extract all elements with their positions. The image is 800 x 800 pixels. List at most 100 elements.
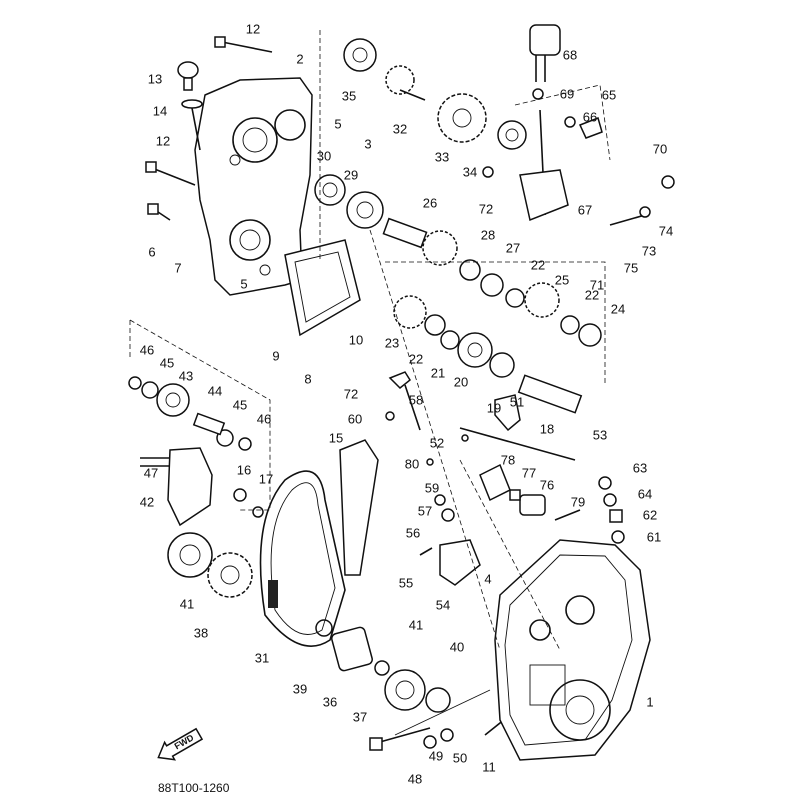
- part-label: 65: [602, 87, 616, 102]
- part-label: 11: [482, 759, 496, 774]
- part-label: 17: [259, 471, 273, 486]
- part-label: 73: [642, 243, 656, 258]
- part-label: 76: [540, 477, 554, 492]
- part-label: 49: [429, 748, 443, 763]
- part-label: 46: [257, 411, 271, 426]
- part-label: 22: [409, 351, 423, 366]
- part-label: 12: [246, 21, 260, 36]
- part-label: 60: [348, 411, 362, 426]
- part-label: 2: [296, 51, 303, 66]
- part-label: 77: [522, 465, 536, 480]
- part-label: 59: [425, 480, 439, 495]
- part-label: 15: [329, 430, 343, 445]
- drawing-code: 88T100-1260: [158, 781, 230, 795]
- part-label: 23: [385, 335, 399, 350]
- part-label: 58: [409, 392, 423, 407]
- part-label: 6: [148, 244, 155, 259]
- part-label: 48: [408, 771, 422, 786]
- part-label: 32: [393, 121, 407, 136]
- part-label: 20: [454, 374, 468, 389]
- part-label: 72: [479, 201, 493, 216]
- part-label: 31: [255, 650, 269, 665]
- drive-belt: [259, 439, 379, 647]
- part-label: 72: [344, 386, 358, 401]
- part-label: 7: [174, 260, 181, 275]
- part-label: 70: [653, 141, 667, 156]
- part-label: 14: [153, 103, 167, 118]
- part-label: 22: [585, 287, 599, 302]
- part-label: 22: [531, 257, 545, 272]
- part-label: 5: [240, 276, 247, 291]
- part-label: 3: [364, 136, 371, 151]
- part-label: 41: [409, 617, 423, 632]
- crankcase-cover-right: [494, 539, 651, 761]
- part-label: 4: [484, 571, 491, 586]
- part-label: 43: [179, 368, 193, 383]
- part-label: 13: [148, 71, 162, 86]
- gasket: [284, 239, 361, 337]
- part-label: 26: [423, 195, 437, 210]
- part-label: 47: [144, 465, 158, 480]
- bolts: [145, 36, 511, 751]
- shift-fork-assembly: [385, 371, 625, 586]
- part-label: 74: [659, 223, 673, 238]
- part-label: 39: [293, 681, 307, 696]
- dipstick: [177, 61, 203, 151]
- part-label: 37: [353, 709, 367, 724]
- part-label: 5: [334, 116, 341, 131]
- part-label: 61: [647, 529, 661, 544]
- part-label: 56: [406, 525, 420, 540]
- part-label: 40: [450, 639, 464, 654]
- part-label: 57: [418, 503, 432, 518]
- part-label: 10: [349, 332, 363, 347]
- part-label: 30: [317, 148, 331, 163]
- part-label: 8: [304, 371, 311, 386]
- part-label: 18: [540, 421, 554, 436]
- part-label: 80: [405, 456, 419, 471]
- part-label: 16: [237, 462, 251, 477]
- part-label: 69: [560, 86, 574, 101]
- part-label: 27: [506, 240, 520, 255]
- part-label: 38: [194, 625, 208, 640]
- part-label: 54: [436, 597, 450, 612]
- fwd-arrow: FWD: [157, 727, 204, 761]
- part-label: 21: [431, 365, 445, 380]
- part-label: 79: [571, 494, 585, 509]
- part-label: 67: [578, 202, 592, 217]
- part-label: 75: [624, 260, 638, 275]
- part-label: 68: [563, 47, 577, 62]
- part-label: 63: [633, 460, 647, 475]
- part-label: 12: [156, 133, 170, 148]
- part-label: 45: [160, 355, 174, 370]
- part-label: 36: [323, 694, 337, 709]
- part-label: 1: [646, 694, 653, 709]
- part-label: 24: [611, 301, 625, 316]
- bearings: [128, 38, 602, 749]
- part-label: 9: [272, 348, 279, 363]
- part-label: 46: [140, 342, 154, 357]
- part-label: 35: [342, 88, 356, 103]
- part-label: 52: [430, 435, 444, 450]
- part-label: 19: [487, 400, 501, 415]
- part-labels: 12 2 35 13 14 5 3 32 33 68 69 65 66 30 2…: [140, 21, 673, 786]
- part-label: 55: [399, 575, 413, 590]
- part-label: 78: [501, 452, 515, 467]
- part-label: 62: [643, 507, 657, 522]
- part-label: 66: [583, 109, 597, 124]
- part-label: 33: [435, 149, 449, 164]
- part-label: 29: [344, 167, 358, 182]
- part-label: 53: [593, 427, 607, 442]
- part-label: 25: [555, 272, 569, 287]
- part-label: 71: [590, 277, 604, 292]
- part-label: 42: [140, 494, 154, 509]
- bracket: [167, 447, 247, 527]
- part-label: 45: [233, 397, 247, 412]
- part-label: 34: [463, 164, 477, 179]
- part-label: 50: [453, 750, 467, 765]
- part-label: 41: [180, 596, 194, 611]
- part-label: 51: [510, 394, 524, 409]
- shift-lever-assembly: [482, 24, 675, 226]
- part-label: 64: [638, 486, 652, 501]
- part-label: 28: [481, 227, 495, 242]
